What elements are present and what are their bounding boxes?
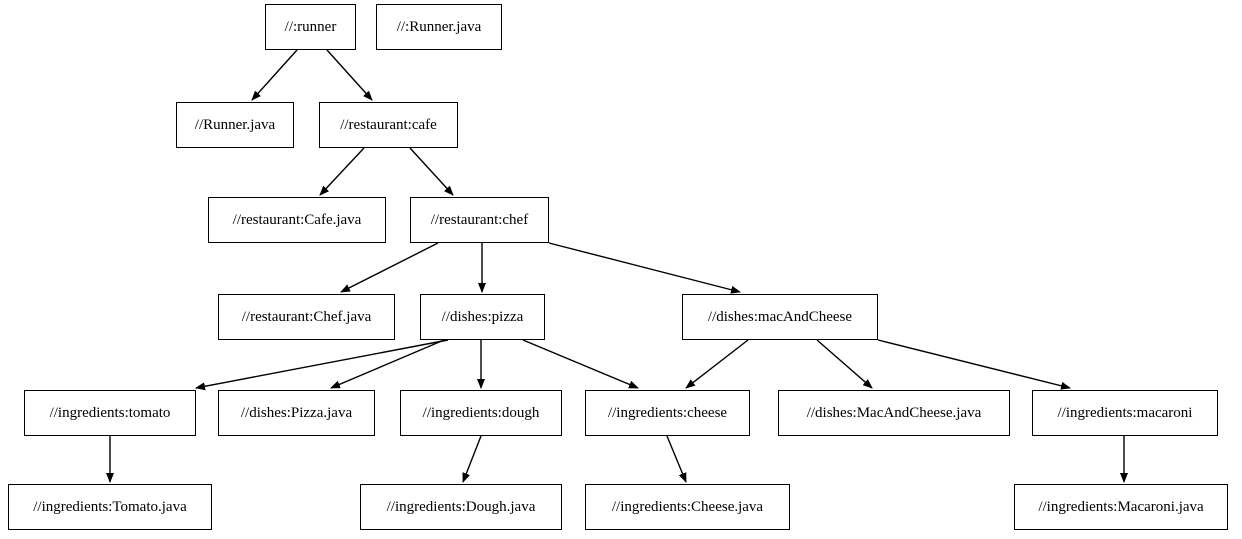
graph-node-ingredients_macaroni[interactable]: //ingredients:macaroni — [1032, 390, 1218, 436]
graph-node-label: //ingredients:Tomato.java — [33, 498, 187, 515]
graph-node-dishes_macandcheese_java[interactable]: //dishes:MacAndCheese.java — [778, 390, 1010, 436]
graph-node-ingredients_dough[interactable]: //ingredients:dough — [400, 390, 562, 436]
graph-node-label: //ingredients:macaroni — [1057, 404, 1193, 421]
graph-node-label: //ingredients:Cheese.java — [611, 498, 764, 515]
graph-node-restaurant_cafe[interactable]: //restaurant:cafe — [319, 102, 458, 148]
graph-node-label: //ingredients:dough — [422, 404, 540, 421]
graph-node-label: //ingredients:tomato — [49, 404, 171, 421]
graph-node-label: //ingredients:Dough.java — [386, 498, 536, 515]
graph-node-ingredients_macaroni_java[interactable]: //ingredients:Macaroni.java — [1014, 484, 1228, 530]
graph-node-label: //dishes:pizza — [441, 308, 524, 325]
graph-node-label: //ingredients:Macaroni.java — [1038, 498, 1204, 515]
graph-node-label: //restaurant:Chef.java — [241, 308, 372, 325]
graph-node-ingredients_cheese[interactable]: //ingredients:cheese — [585, 390, 750, 436]
graph-node-runner[interactable]: //:runner — [265, 4, 356, 50]
graph-node-dishes_pizza[interactable]: //dishes:pizza — [420, 294, 545, 340]
graph-node-label: //dishes:MacAndCheese.java — [806, 404, 982, 421]
graph-node-ingredients_dough_java[interactable]: //ingredients:Dough.java — [360, 484, 562, 530]
graph-node-runner_java[interactable]: //Runner.java — [176, 102, 294, 148]
graph-node-ingredients_tomato[interactable]: //ingredients:tomato — [24, 390, 196, 436]
graph-node-dishes_pizza_java[interactable]: //dishes:Pizza.java — [218, 390, 375, 436]
graph-node-restaurant_chef_java[interactable]: //restaurant:Chef.java — [218, 294, 395, 340]
graph-node-label: //:Runner.java — [396, 18, 482, 35]
graph-node-root_runner_java[interactable]: //:Runner.java — [376, 4, 502, 50]
graph-node-label: //dishes:macAndCheese — [707, 308, 853, 325]
graph-node-label: //restaurant:Cafe.java — [232, 211, 362, 228]
graph-node-restaurant_chef[interactable]: //restaurant:chef — [410, 197, 549, 243]
graph-node-label: //restaurant:cafe — [340, 116, 437, 133]
graph-node-label: //ingredients:cheese — [607, 404, 728, 421]
graph-node-label: //dishes:Pizza.java — [240, 404, 353, 421]
graph-node-dishes_macandcheese[interactable]: //dishes:macAndCheese — [682, 294, 878, 340]
graph-node-ingredients_tomato_java[interactable]: //ingredients:Tomato.java — [8, 484, 212, 530]
graph-node-label: //:runner — [284, 18, 337, 35]
graph-node-label: //Runner.java — [194, 116, 276, 133]
graph-node-ingredients_cheese_java[interactable]: //ingredients:Cheese.java — [585, 484, 790, 530]
graph-node-restaurant_cafe_java[interactable]: //restaurant:Cafe.java — [208, 197, 386, 243]
graph-node-label: //restaurant:chef — [430, 211, 529, 228]
